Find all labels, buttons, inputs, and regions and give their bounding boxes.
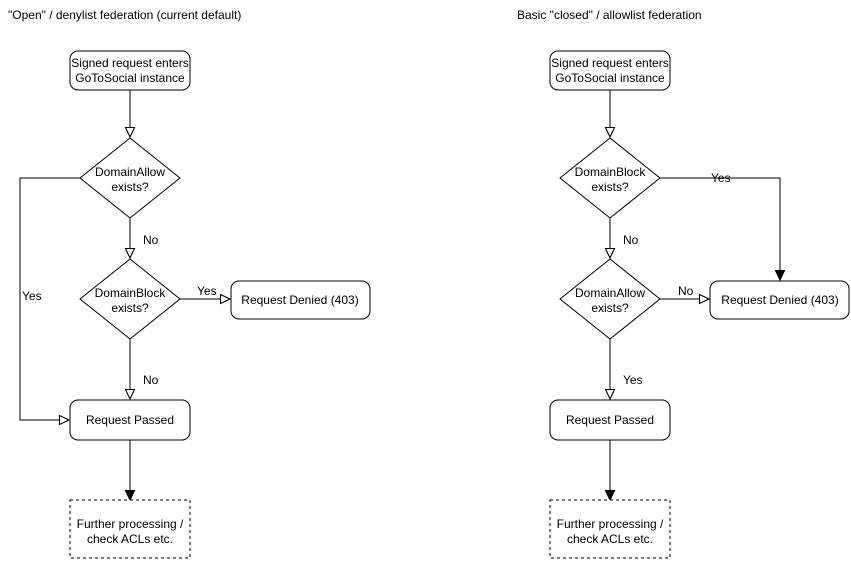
domainallow-label-line1: DomainAllow bbox=[575, 286, 645, 300]
edge-label-no: No bbox=[623, 233, 639, 247]
request-passed-label: Request Passed bbox=[566, 413, 654, 427]
node-request-passed: Request Passed bbox=[549, 399, 671, 441]
node-start-terminator: Signed request enters GoToSocial instanc… bbox=[69, 50, 191, 91]
request-passed-label: Request Passed bbox=[86, 413, 174, 427]
further-processing-label-line1: Further processing / bbox=[557, 517, 664, 531]
request-passed-box bbox=[549, 399, 671, 441]
node-decision-domainblock: DomainBlock exists? bbox=[79, 258, 181, 340]
request-denied-label: Request Denied (403) bbox=[721, 293, 838, 307]
flowchart-closed-allowlist: Basic "closed" / allowlist federation Ye… bbox=[517, 8, 850, 559]
further-processing-label-line2: check ACLs etc. bbox=[567, 532, 653, 546]
edge-label-no: No bbox=[678, 284, 694, 298]
further-processing-label-line2: check ACLs etc. bbox=[87, 532, 173, 546]
start-label-line2: GoToSocial instance bbox=[555, 71, 665, 85]
domainallow-diamond bbox=[79, 137, 181, 219]
edge-domainblock-yes-to-denied bbox=[660, 177, 780, 280]
edge-label-no: No bbox=[143, 373, 159, 387]
domainblock-diamond bbox=[79, 258, 181, 340]
flowchart-open-denylist: "Open" / denylist federation (current de… bbox=[8, 8, 371, 559]
domainblock-label-line2: exists? bbox=[111, 301, 149, 315]
further-processing-label-line1: Further processing / bbox=[77, 517, 184, 531]
domainblock-label-line2: exists? bbox=[591, 180, 629, 194]
edge-label-no: No bbox=[143, 233, 159, 247]
start-label-line1: Signed request enters bbox=[71, 56, 188, 70]
request-denied-label: Request Denied (403) bbox=[241, 293, 358, 307]
left-chart-title: "Open" / denylist federation (current de… bbox=[8, 8, 241, 22]
right-chart-title: Basic "closed" / allowlist federation bbox=[517, 8, 702, 22]
domainblock-diamond bbox=[559, 137, 661, 219]
request-passed-box bbox=[69, 399, 191, 441]
domainallow-label-line2: exists? bbox=[111, 180, 149, 194]
domainallow-diamond bbox=[559, 258, 661, 340]
request-denied-box bbox=[709, 280, 850, 320]
edge-label-yes: Yes bbox=[623, 373, 643, 387]
node-further-processing: Further processing / check ACLs etc. bbox=[69, 499, 191, 559]
request-denied-box bbox=[230, 280, 371, 320]
node-decision-domainallow: DomainAllow exists? bbox=[559, 258, 661, 340]
edge-domainallow-yes-to-passed bbox=[19, 177, 80, 420]
domainblock-label-line1: DomainBlock bbox=[95, 286, 167, 300]
node-start-terminator: Signed request enters GoToSocial instanc… bbox=[549, 50, 671, 91]
further-processing-box bbox=[549, 499, 671, 559]
domainallow-label-line1: DomainAllow bbox=[95, 165, 165, 179]
domainallow-label-line2: exists? bbox=[591, 301, 629, 315]
node-request-denied: Request Denied (403) bbox=[709, 280, 850, 320]
start-box bbox=[69, 50, 191, 91]
node-request-passed: Request Passed bbox=[69, 399, 191, 441]
node-request-denied: Request Denied (403) bbox=[230, 280, 371, 320]
domainblock-label-line1: DomainBlock bbox=[575, 165, 647, 179]
node-decision-domainallow: DomainAllow exists? bbox=[79, 137, 181, 219]
start-label-line2: GoToSocial instance bbox=[75, 71, 185, 85]
start-box bbox=[549, 50, 671, 91]
further-processing-box bbox=[69, 499, 191, 559]
start-label-line1: Signed request enters bbox=[551, 56, 668, 70]
edge-label-yes: Yes bbox=[711, 171, 731, 185]
edge-label-yes: Yes bbox=[22, 289, 42, 303]
edge-label-yes: Yes bbox=[197, 284, 217, 298]
node-decision-domainblock: DomainBlock exists? bbox=[559, 137, 661, 219]
node-further-processing: Further processing / check ACLs etc. bbox=[549, 499, 671, 559]
